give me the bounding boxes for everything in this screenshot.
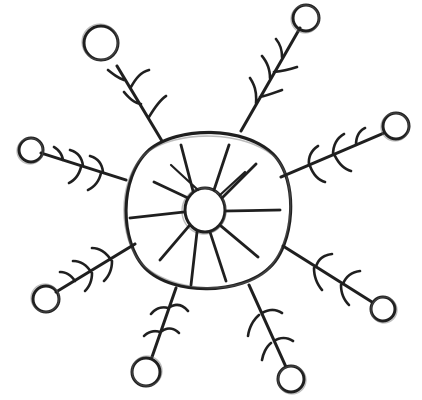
tip-circle-sketch [132, 356, 162, 386]
snowflake-center [124, 132, 291, 288]
tip-circle-sketch [381, 113, 409, 141]
spoke-8 [160, 226, 189, 260]
barb [69, 150, 83, 183]
arm-lower-right [283, 246, 397, 323]
tip-circle-sketch [82, 24, 118, 60]
barb [88, 156, 103, 190]
barb [276, 39, 282, 57]
spoke-2 [214, 145, 229, 190]
arm-bottom-right [248, 285, 306, 394]
spoke-12 [220, 172, 245, 195]
barb [60, 272, 75, 281]
barb [262, 56, 297, 78]
arm-upper-left [82, 24, 166, 141]
tip-circle-sketch [278, 366, 306, 394]
tip-circle-sketch [291, 5, 319, 33]
spoke-7 [191, 232, 197, 285]
spoke-11 [171, 165, 198, 190]
spoke-10 [154, 182, 188, 198]
arm-stem [152, 288, 176, 357]
arm-stem [56, 244, 135, 292]
tip-circle-sketch [31, 284, 59, 312]
tip-circle-sketch [371, 297, 397, 323]
arm-stem [249, 285, 286, 367]
arm-left [17, 138, 126, 190]
spoke-6 [210, 232, 226, 281]
arm-lower-left [31, 244, 135, 312]
spoke-5 [221, 226, 258, 257]
arm-bottom-left [132, 288, 188, 386]
arm-right [281, 113, 409, 182]
outer-ring-sketch [124, 136, 290, 288]
barb [250, 78, 282, 103]
spoke-3 [222, 164, 256, 198]
spoke-9 [130, 212, 184, 218]
spoke-4 [226, 210, 280, 211]
arm-top-right [241, 5, 319, 131]
tip-circle-sketch [17, 138, 43, 164]
